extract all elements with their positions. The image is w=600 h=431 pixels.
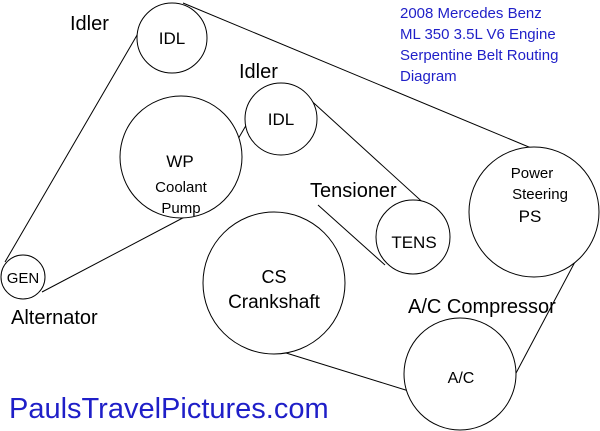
idler-top-caption: Idler (70, 13, 109, 35)
idler-top-pulley (136, 2, 208, 74)
title-line-4: Diagram (400, 68, 457, 85)
water-pump-code: WP (166, 152, 193, 171)
belt-segment-crankshaft-to-tensioner (317, 204, 386, 266)
ac-compressor-code: A/C (448, 370, 475, 387)
idler-mid-pulley (244, 82, 318, 156)
tensioner-pulley (375, 199, 451, 275)
idler-top-code: IDL (159, 29, 185, 48)
ac-compressor-pulley (403, 317, 517, 431)
title-line-3: Serpentine Belt Routing (400, 47, 558, 64)
water-pump-pulley (119, 95, 243, 219)
belt-segment-power-steering-to-ac (514, 242, 586, 376)
crankshaft-pulley (202, 211, 346, 355)
alternator-pulley (0, 254, 46, 300)
title-line-2: ML 350 3.5L V6 Engine (400, 26, 556, 43)
belt-segment-ac-to-crankshaft (269, 347, 413, 393)
belt-segment-alternator-to-idler-top (4, 29, 141, 263)
power-steering-line2: Steering (512, 186, 568, 203)
idler-mid-caption: Idler (239, 61, 278, 83)
tensioner-code: TENS (391, 233, 436, 252)
tensioner-caption: Tensioner (310, 180, 397, 202)
belt-segment-tensioner-to-idler-mid (304, 94, 441, 219)
water-pump-line2: Coolant (155, 179, 208, 196)
belt-segment-water-pump-to-alternator (41, 210, 197, 293)
title-line-1: 2008 Mercedes Benz (400, 5, 542, 22)
crankshaft-line2: Crankshaft (228, 292, 321, 313)
idler-mid-code: IDL (268, 110, 294, 129)
crankshaft-code: CS (261, 267, 286, 287)
water-pump-line3: Pump (161, 200, 200, 217)
site-credit: PaulsTravelPictures.com (9, 393, 329, 425)
diagram-title: 2008 Mercedes Benz ML 350 3.5L V6 Engine… (400, 5, 558, 85)
power-steering-line1: Power (511, 165, 554, 182)
belt-segment-idler-to-power-steering (182, 2, 549, 156)
power-steering-pulley (468, 146, 600, 278)
ac-compressor-caption: A/C Compressor (408, 296, 556, 318)
alternator-caption: Alternator (11, 307, 98, 329)
power-steering-code: PS (519, 207, 542, 226)
alternator-code: GEN (7, 270, 40, 287)
